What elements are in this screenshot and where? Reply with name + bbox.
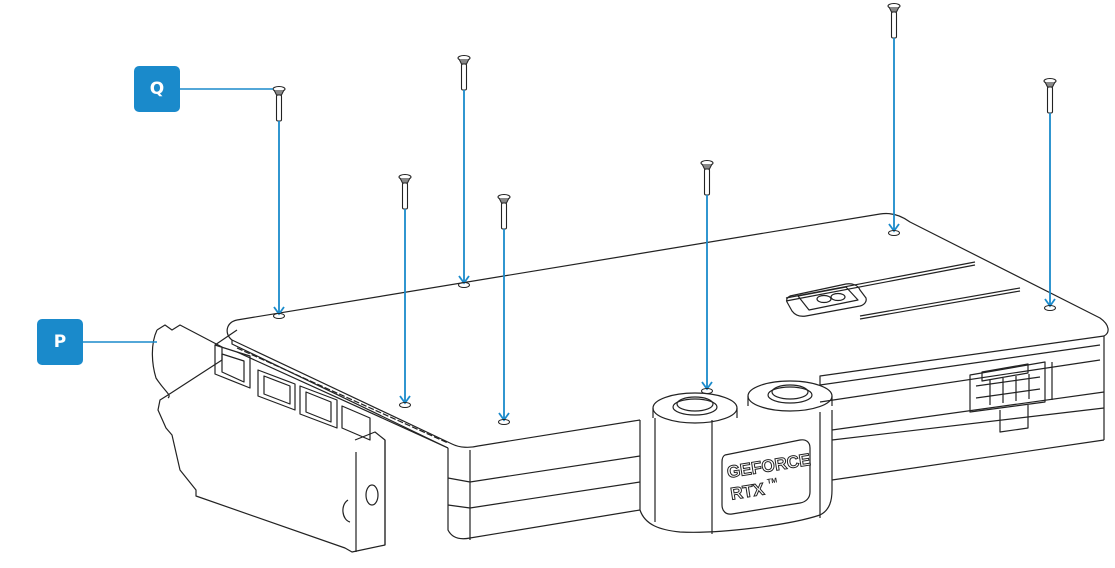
screw-7 (1043, 77, 1057, 311)
logo-line-1: GEFORCE (726, 450, 812, 482)
screw-6 (887, 2, 901, 236)
power-connector (969, 361, 1053, 433)
callout-q-badge: Q (134, 66, 180, 112)
screws (272, 2, 1057, 425)
screw-3 (398, 173, 412, 408)
card-top-plate (226, 212, 1109, 449)
screw-4 (497, 193, 511, 425)
screw-1 (272, 85, 286, 319)
fan-logo-plate (786, 283, 867, 317)
geforce-rtx-logo: GEFORCE RTX TM (725, 450, 812, 505)
screw-2 (457, 54, 471, 288)
card-body-sides (447, 336, 1105, 540)
screw-5 (700, 159, 714, 394)
pci-bracket (151, 324, 386, 553)
logo-line-2: RTX (729, 479, 766, 503)
terminal-block (639, 410, 833, 534)
logo-trademark: TM (767, 477, 778, 486)
io-ports (214, 329, 449, 449)
callout-p-badge: P (37, 319, 83, 365)
water-fittings (652, 380, 833, 424)
